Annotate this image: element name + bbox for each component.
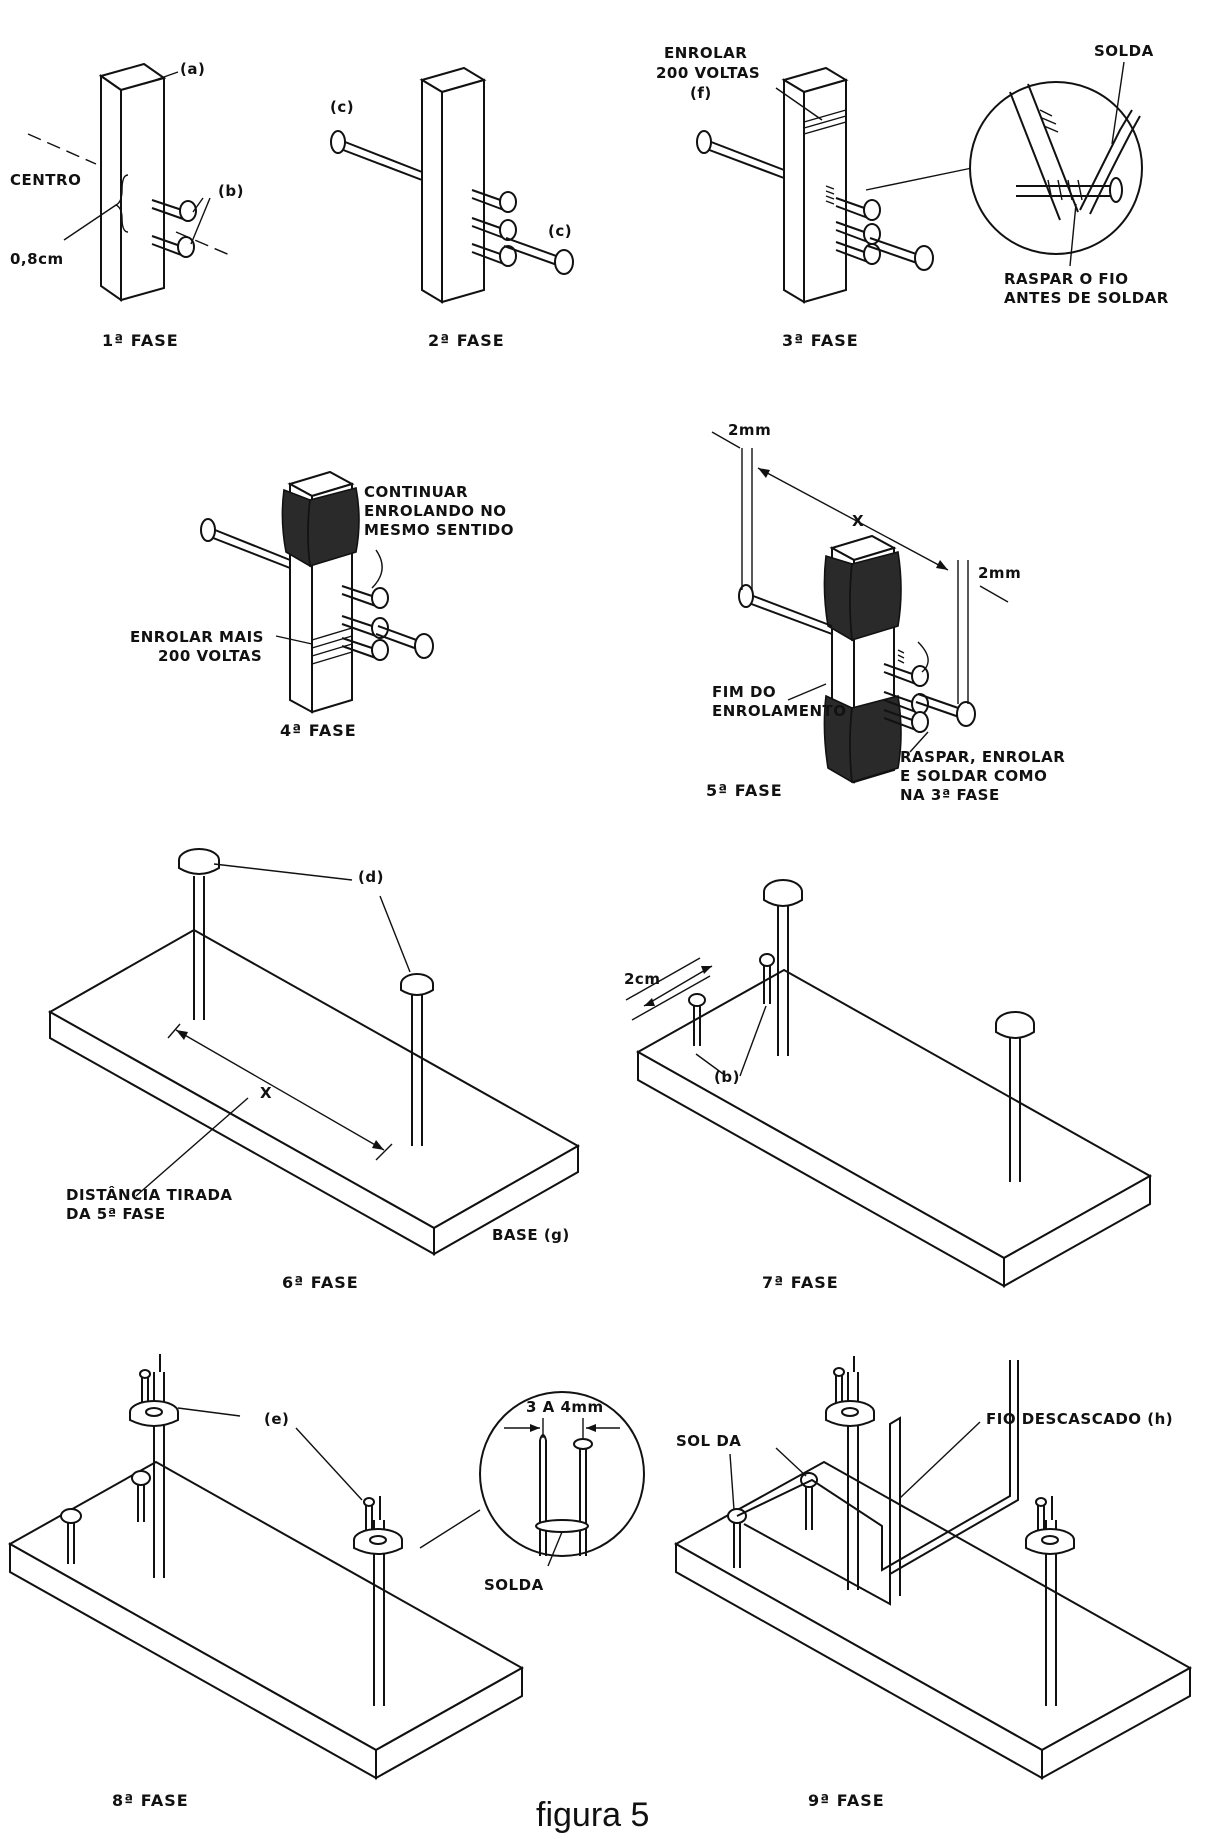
- label-solda-phase9: SOL DA: [676, 1432, 741, 1450]
- label-raspar-l2: ANTES DE SOLDAR: [1004, 289, 1169, 307]
- label-a: (a): [180, 60, 205, 78]
- phase-7-drawing: [625, 879, 1153, 1288]
- label-raspar-enrolar-l1: RASPAR, ENROLAR: [900, 748, 1065, 766]
- label-solda-phase3: SOLDA: [1094, 42, 1154, 60]
- label-centro: CENTRO: [10, 171, 81, 189]
- label-raspar-enrolar-l2: E SOLDAR COMO: [900, 767, 1047, 785]
- caption-phase-9: 9ª FASE: [808, 1791, 885, 1810]
- caption-phase-2: 2ª FASE: [428, 331, 505, 350]
- label-f: (f): [690, 84, 712, 102]
- label-3a4mm: 3 A 4mm: [526, 1398, 604, 1416]
- label-2mm-right: 2mm: [978, 564, 1021, 582]
- caption-phase-8: 8ª FASE: [112, 1791, 189, 1810]
- label-raspar-l1: RASPAR O FIO: [1004, 270, 1129, 288]
- label-continuar-l3: MESMO SENTIDO: [364, 521, 514, 539]
- caption-phase-4: 4ª FASE: [280, 721, 357, 740]
- label-solda-phase8: SOLDA: [484, 1576, 544, 1594]
- phase-3-drawing: [696, 61, 1143, 304]
- label-distancia-l2: DA 5ª FASE: [66, 1205, 166, 1223]
- label-x-phase6: X: [260, 1084, 272, 1102]
- figure-caption: figura 5: [536, 1796, 649, 1834]
- phase-4-drawing: [200, 470, 434, 714]
- label-fim-l2: ENROLAMENTO: [712, 702, 846, 720]
- phase-2-drawing: [330, 66, 574, 304]
- phase-6-drawing: [47, 848, 581, 1256]
- label-fio-descascado: FIO DESCASCADO (h): [986, 1410, 1173, 1428]
- label-b-phase7: (b): [714, 1068, 740, 1086]
- phase-1-drawing: [27, 62, 233, 302]
- phase-9-drawing: [673, 1356, 1193, 1780]
- label-0-8cm: 0,8cm: [10, 250, 64, 268]
- phase-5-drawing: [711, 431, 1009, 784]
- caption-phase-1: 1ª FASE: [102, 331, 179, 350]
- label-continuar-l2: ENROLANDO NO: [364, 502, 507, 520]
- label-b-phase1: (b): [218, 182, 244, 200]
- label-continuar-l1: CONTINUAR: [364, 483, 468, 501]
- phase-8-drawing: [7, 1354, 645, 1780]
- label-2mm-top: 2mm: [728, 421, 771, 439]
- label-2cm: 2cm: [624, 970, 660, 988]
- label-raspar-enrolar-l3: NA 3ª FASE: [900, 786, 1000, 804]
- label-distancia-l1: DISTÂNCIA TIRADA: [66, 1185, 233, 1204]
- label-enrolar-mais-l2: 200 VOLTAS: [158, 647, 262, 665]
- label-fim-l1: FIM DO: [712, 683, 776, 701]
- caption-phase-6: 6ª FASE: [282, 1273, 359, 1292]
- label-enrolar-200-l2: 200 VOLTAS: [656, 64, 760, 82]
- label-enrolar-200-l1: ENROLAR: [664, 44, 747, 62]
- caption-phase-7: 7ª FASE: [762, 1273, 839, 1292]
- label-c-left: (c): [330, 98, 354, 116]
- label-c-right: (c): [548, 222, 572, 240]
- caption-phase-5: 5ª FASE: [706, 781, 783, 800]
- label-d: (d): [358, 868, 384, 886]
- caption-phase-3: 3ª FASE: [782, 331, 859, 350]
- label-base-g: BASE (g): [492, 1226, 570, 1244]
- label-enrolar-mais-l1: ENROLAR MAIS: [130, 628, 264, 646]
- label-x-phase5: X: [852, 512, 864, 530]
- label-e: (e): [264, 1410, 289, 1428]
